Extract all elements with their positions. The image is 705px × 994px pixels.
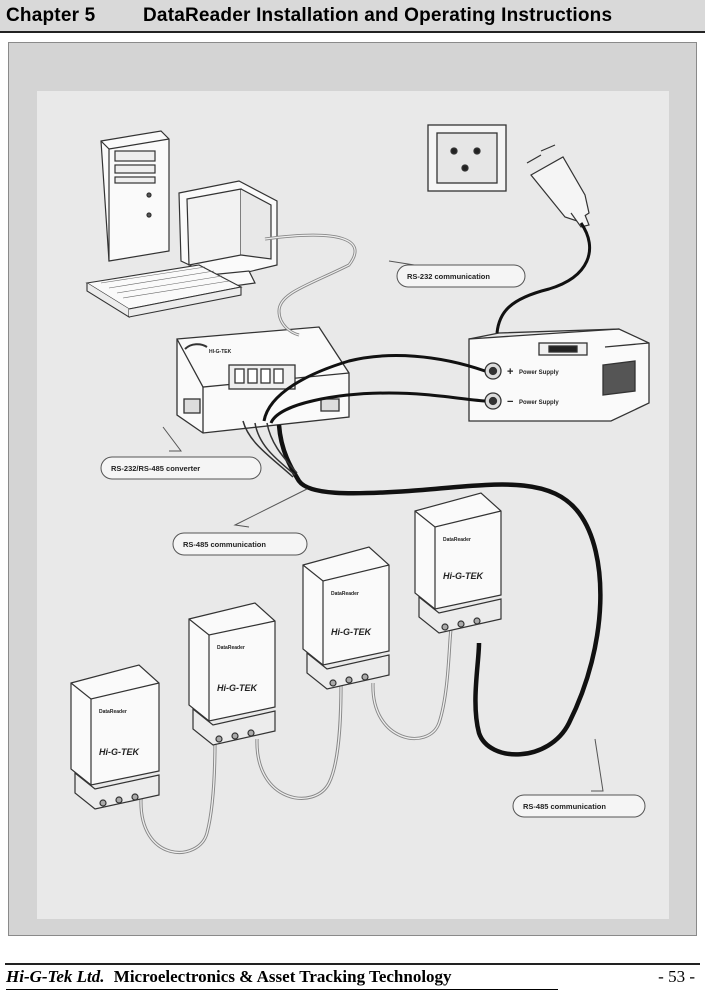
callout-rs485-a-text: RS-485 communication	[183, 540, 266, 549]
footer-tagline: Microelectronics & Asset Tracking Techno…	[114, 967, 452, 986]
rs232-rs485-converter	[177, 327, 349, 433]
device-4-name: DataReader	[443, 537, 471, 543]
converter-brand: HI-G-TEK	[209, 349, 232, 355]
callout-converter-text: RS-232/RS-485 converter	[111, 464, 200, 473]
footer-underline	[6, 989, 558, 990]
page-header: Chapter 5 DataReader Installation and Op…	[0, 0, 705, 33]
device-2-brand: Hi-G-TEK	[217, 683, 258, 693]
datareader-device-2	[189, 603, 275, 745]
computer-tower	[101, 131, 169, 261]
datareader-device-4	[415, 493, 501, 633]
device-3-name: DataReader	[331, 591, 359, 597]
page-footer: Hi-G-Tek Ltd. Microelectronics & Asset T…	[6, 967, 701, 991]
power-plus-sign: +	[507, 366, 513, 378]
chapter-label: Chapter 5	[6, 5, 95, 27]
power-supply-plus-label: Power Supply	[519, 370, 559, 376]
datareader-device-3	[303, 547, 389, 689]
power-supply-minus-label: Power Supply	[519, 400, 559, 406]
power-supply-unit	[469, 329, 649, 421]
footer-rule	[5, 963, 700, 965]
device-1-name: DataReader	[99, 709, 127, 715]
installation-figure: + Power Supply − Power Supply HI-G-TEK	[8, 42, 697, 936]
wall-socket	[428, 125, 506, 191]
power-plug	[527, 145, 589, 227]
device-4-brand: Hi-G-TEK	[443, 571, 484, 581]
page-number: - 53 -	[658, 967, 695, 987]
callout-rs232-text: RS-232 communication	[407, 272, 490, 281]
power-minus-sign: −	[507, 396, 513, 408]
footer-company: Hi-G-Tek Ltd.	[6, 967, 105, 986]
device-1-brand: Hi-G-TEK	[99, 747, 140, 757]
chapter-title: DataReader Installation and Operating In…	[143, 5, 612, 27]
device-3-brand: Hi-G-TEK	[331, 627, 372, 637]
device-2-name: DataReader	[217, 645, 245, 651]
callout-rs485-b-text: RS-485 communication	[523, 802, 606, 811]
datareader-device-1	[71, 665, 159, 809]
wiring-diagram: + Power Supply − Power Supply HI-G-TEK	[9, 43, 698, 937]
